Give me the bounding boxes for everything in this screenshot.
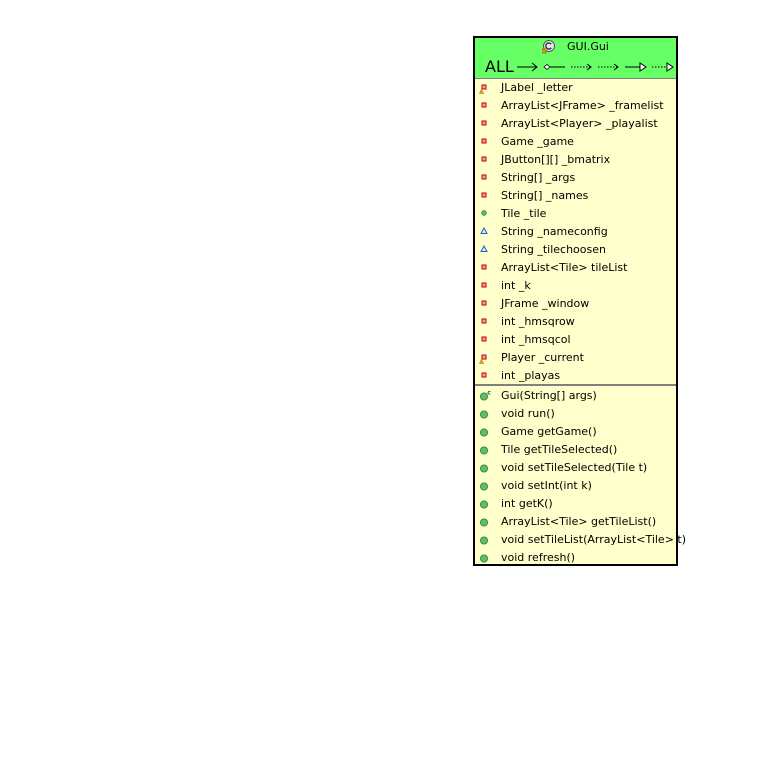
attribute-text: JFrame _window (501, 297, 590, 310)
filter-all-label[interactable]: ALL (485, 57, 514, 76)
attribute-text: String[] _args (501, 171, 576, 184)
method-text: void refresh() (501, 551, 576, 564)
attribute-row[interactable]: String _nameconfig (475, 223, 676, 241)
dependency-arrow-icon[interactable] (597, 60, 621, 74)
method-row[interactable]: Game getGame() (475, 423, 676, 441)
attribute-row[interactable]: JFrame _window (475, 295, 676, 313)
attribute-row[interactable]: JButton[][] _bmatrix (475, 151, 676, 169)
attribute-row[interactable]: String[] _args (475, 169, 676, 187)
aggregation-arrow-icon[interactable] (543, 60, 567, 74)
method-text: void setInt(int k) (501, 479, 592, 492)
attribute-row[interactable]: int _hmsqcol (475, 331, 676, 349)
method-text: int getK() (501, 497, 553, 510)
method-row[interactable]: void refresh() (475, 549, 676, 567)
method-text: void setTileSelected(Tile t) (501, 461, 648, 474)
attribute-row[interactable]: String _tilechoosen (475, 241, 676, 259)
package-visibility-icon (480, 244, 488, 252)
private-visibility-icon (481, 282, 487, 288)
uml-class-box[interactable]: GUI.Gui ALL (473, 36, 686, 567)
public-constructor-visibility-icon: c (480, 390, 491, 401)
attribute-row[interactable]: ArrayList<JFrame> _framelist (475, 97, 676, 115)
relationship-filter[interactable]: ALL (485, 57, 678, 77)
method-text: Tile getTileSelected() (501, 443, 618, 456)
realization-arrow-icon[interactable] (651, 60, 675, 74)
methods-compartment: c Gui(String[] args) void run() Game getGam… (475, 386, 686, 567)
private-visibility-icon (479, 84, 487, 94)
attribute-text: JLabel _letter (501, 81, 573, 94)
class-c-icon (542, 40, 555, 54)
private-visibility-icon (481, 192, 487, 198)
attribute-row[interactable]: String[] _names (475, 187, 676, 205)
dependency-arrow-icon[interactable] (570, 60, 594, 74)
public-visibility-icon (480, 464, 488, 473)
attribute-text: String[] _names (501, 189, 589, 202)
attribute-text: ArrayList<Player> _playalist (501, 117, 658, 130)
method-row[interactable]: void setTileSelected(Tile t) (475, 459, 676, 477)
public-visibility-icon (480, 446, 488, 455)
private-visibility-icon (481, 300, 487, 306)
attribute-text: ArrayList<JFrame> _framelist (501, 99, 664, 112)
class-name: GUI.Gui (567, 40, 609, 53)
public-visibility-icon (480, 482, 488, 491)
attribute-row[interactable]: JLabel _letter (475, 79, 676, 97)
public-visibility-icon (480, 428, 488, 437)
attribute-text: int _hmsqcol (501, 333, 571, 346)
attribute-text: int _playas (501, 369, 561, 382)
class-header[interactable]: GUI.Gui ALL (475, 38, 676, 79)
private-visibility-icon (481, 318, 487, 324)
method-text: Game getGame() (501, 425, 597, 438)
public-visibility-icon (480, 410, 488, 419)
private-visibility-icon (481, 138, 487, 144)
private-visibility-icon (481, 174, 487, 180)
svg-text:c: c (487, 390, 491, 397)
method-text: void run() (501, 407, 555, 420)
public-visibility-icon (480, 554, 488, 563)
attribute-row[interactable]: int _k (475, 277, 676, 295)
method-row[interactable]: int getK() (475, 495, 676, 513)
attribute-text: int _k (501, 279, 531, 292)
attribute-row[interactable]: Game _game (475, 133, 676, 151)
attribute-text: JButton[][] _bmatrix (501, 153, 611, 166)
method-text: Gui(String[] args) (501, 389, 597, 402)
method-row[interactable]: c Gui(String[] args) (475, 387, 676, 405)
method-row[interactable]: ArrayList<Tile> getTileList() (475, 513, 676, 531)
public-visibility-icon (480, 518, 488, 527)
private-visibility-icon (481, 336, 487, 342)
attribute-row[interactable]: int _hmsqrow (475, 313, 676, 331)
attribute-text: ArrayList<Tile> tileList (501, 261, 628, 274)
public-visibility-icon (481, 210, 487, 216)
method-text: ArrayList<Tile> getTileList() (501, 515, 657, 528)
private-visibility-icon (481, 372, 487, 378)
attribute-text: Game _game (501, 135, 574, 148)
attribute-row[interactable]: ArrayList<Tile> tileList (475, 259, 676, 277)
attribute-row[interactable]: int _playas (475, 367, 676, 385)
package-visibility-icon (480, 226, 488, 234)
attribute-text: String _tilechoosen (501, 243, 606, 256)
private-visibility-icon (479, 354, 487, 364)
attribute-text: Tile _tile (501, 207, 547, 220)
generalization-arrow-icon[interactable] (624, 60, 648, 74)
method-text: void setTileList(ArrayList<Tile> t) (501, 533, 687, 546)
private-visibility-icon (481, 102, 487, 108)
association-arrow-icon[interactable] (516, 60, 540, 74)
method-row[interactable]: Tile getTileSelected() (475, 441, 676, 459)
attribute-row[interactable]: Player _current (475, 349, 676, 367)
public-visibility-icon (480, 500, 488, 509)
method-row[interactable]: void run() (475, 405, 676, 423)
private-visibility-icon (481, 264, 487, 270)
attribute-text: int _hmsqrow (501, 315, 575, 328)
attribute-row[interactable]: ArrayList<Player> _playalist (475, 115, 676, 133)
private-visibility-icon (481, 120, 487, 126)
public-visibility-icon (480, 536, 488, 545)
method-row[interactable]: void setInt(int k) (475, 477, 676, 495)
private-visibility-icon (481, 156, 487, 162)
method-row[interactable]: void setTileList(ArrayList<Tile> t) (475, 531, 686, 549)
attribute-text: String _nameconfig (501, 225, 608, 238)
attribute-row[interactable]: Tile _tile (475, 205, 676, 223)
attribute-text: Player _current (501, 351, 584, 364)
